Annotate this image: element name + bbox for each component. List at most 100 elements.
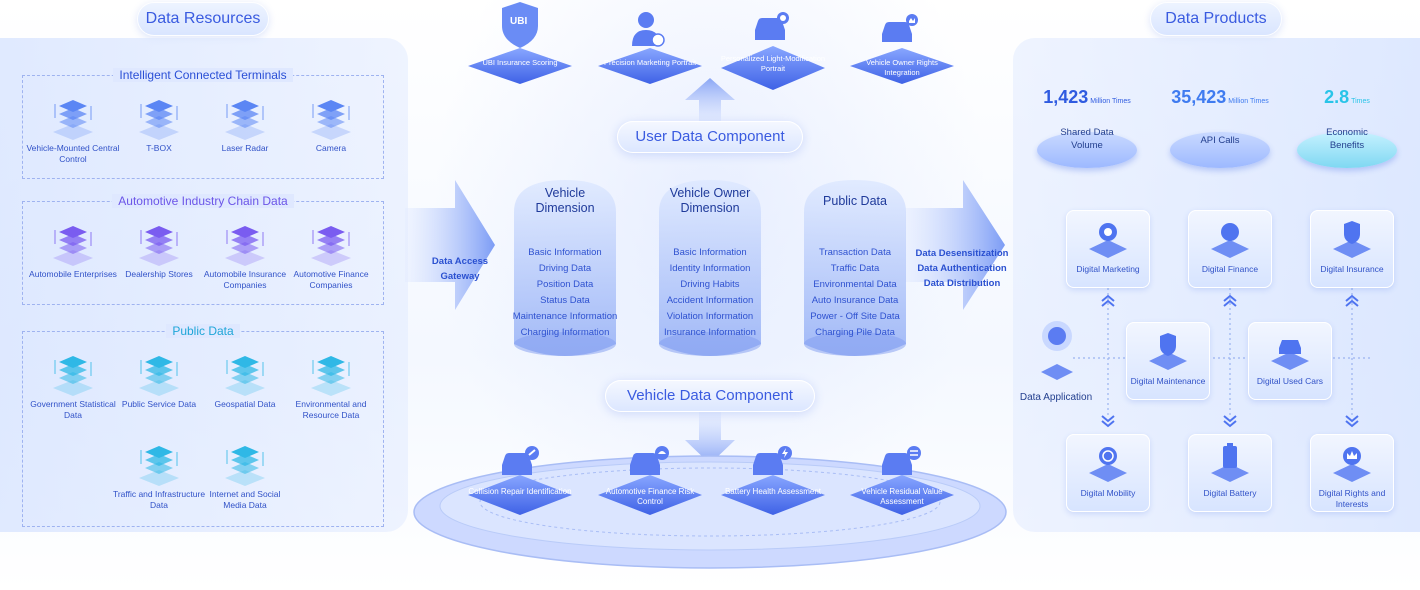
cylinder-item: Power - Off Site Data [810, 311, 900, 322]
resource-label: T-BOX [146, 143, 172, 153]
output-flow-arrow [905, 180, 1005, 310]
resource-label: Vehicle-Mounted Central Control [26, 143, 120, 164]
wheel-icon [1089, 447, 1127, 482]
product-digital-finance: Digital Finance [1188, 210, 1272, 288]
resource-label: Internet and Social Media Data [209, 489, 281, 510]
resource-label: Automobile Enterprises [29, 269, 117, 279]
server-stack-icon [222, 220, 268, 266]
product-label: Digital Finance [1201, 264, 1259, 274]
metric-label: Economic Benefits [1326, 127, 1368, 151]
resource-item: Laser Radar [197, 94, 293, 154]
top-card-ubi: UBI UBI Insurance Scoring [466, 0, 574, 93]
resource-item: Traffic and Infrastructure Data [111, 440, 207, 511]
diamond-platform [598, 446, 702, 515]
product-digital-insurance: Digital Insurance [1310, 210, 1394, 288]
chevron-up-icon [1345, 294, 1359, 307]
diamond-platform [850, 446, 954, 515]
wrench-icon [1149, 333, 1187, 370]
product-label: Digital Mobility [1080, 488, 1136, 498]
group-public-data: Public Data Government Statistical Data … [22, 324, 384, 527]
server-stack-icon [308, 350, 354, 396]
data-products-title: Data Products [1150, 2, 1282, 36]
bottom-card-battery: Battery Health Assessment [719, 443, 827, 528]
diamond-platform [850, 14, 954, 84]
user-data-component: User Data Component [617, 121, 803, 153]
bottom-card-finance: Automotive Finance Risk Control [596, 443, 704, 528]
resource-label: Dealership Stores [125, 269, 193, 279]
server-stack-icon [308, 220, 354, 266]
product-digital-used-cars: Digital Used Cars [1248, 322, 1332, 400]
product-label: Digital Insurance [1320, 264, 1384, 274]
group-title: Public Data [166, 324, 240, 338]
resource-item: Dealership Stores [111, 220, 207, 280]
resource-label: Automobile Insurance Companies [203, 269, 287, 290]
resource-item: Environmental and Resource Data [283, 350, 379, 421]
server-stack-icon [136, 350, 182, 396]
car-icon [1271, 340, 1309, 370]
product-digital-marketing: Digital Marketing [1066, 210, 1150, 288]
diamond-platform [468, 2, 572, 84]
bottom-card-label: Battery Health Assessment [724, 487, 822, 496]
bottom-card-label: Automotive Finance Risk Control [605, 487, 695, 506]
cylinder-item: Insurance Information [664, 327, 756, 338]
resource-label: Camera [315, 143, 347, 153]
resource-label: Automotive Finance Companies [293, 269, 369, 290]
group-industry-chain: Automotive Industry Chain Data Automobil… [22, 194, 384, 305]
product-label: Digital Used Cars [1256, 376, 1324, 386]
product-label: Digital Battery [1203, 488, 1257, 498]
bottom-card-label: Collision Repair Identification [468, 487, 572, 496]
top-card-label: UBI Insurance Scoring [482, 58, 558, 67]
cylinder-item: Status Data [540, 295, 590, 306]
cylinder-item: Maintenance Information [512, 311, 618, 322]
target-icon [1089, 223, 1127, 258]
base-platform [413, 455, 1007, 569]
cylinder-item: Identity Information [669, 263, 751, 274]
cylinder-item: Traffic Data [830, 263, 880, 274]
diamond-platform [721, 12, 825, 90]
up-flow-arrow [685, 78, 735, 126]
resource-item: Geospatial Data [197, 350, 293, 410]
ubi-badge: UBI [510, 16, 528, 27]
cylinder-item: Violation Information [666, 311, 754, 322]
product-digital-maintenance: Digital Maintenance [1126, 322, 1210, 400]
cylinder-public-data: Public Data Transaction Data Traffic Dat… [800, 172, 910, 364]
cylinder-owner-dimension: Vehicle Owner Dimension Basic Informatio… [655, 172, 765, 364]
coin-icon [1211, 223, 1249, 258]
cylinder-item: Charging Information [520, 327, 610, 338]
cylinder-title: Vehicle Dimension [535, 186, 595, 215]
top-card-marketing: Precision Marketing Portrait [596, 0, 704, 93]
top-card-label: Precision Marketing Portrait [603, 58, 697, 67]
resource-item: Vehicle-Mounted Central Control [25, 94, 121, 165]
resource-item: T-BOX [111, 94, 207, 154]
server-stack-icon [50, 220, 96, 266]
product-label: Digital Marketing [1076, 264, 1140, 274]
cylinder-item: Basic Information [528, 247, 602, 258]
battery-icon [1211, 443, 1249, 482]
chevron-down-icon [1101, 415, 1115, 428]
data-resources-panel: Intelligent Connected Terminals Vehicle-… [0, 38, 408, 532]
server-stack-icon [222, 94, 268, 140]
data-resources-title: Data Resources [137, 2, 269, 36]
cylinder-title: Public Data [823, 194, 887, 208]
shield-icon [1333, 221, 1371, 258]
top-card-label: Vehicle Owner Rights Integration [866, 58, 938, 77]
metric-label: API Calls [1200, 135, 1240, 146]
crown-icon [1333, 447, 1371, 482]
bottom-card-label: Vehicle Residual Value Assessment [861, 487, 943, 506]
diamond-platform [721, 446, 825, 515]
chevron-up-icon [1223, 294, 1237, 307]
group-title: Intelligent Connected Terminals [113, 68, 293, 82]
resource-item: Internet and Social Media Data [197, 440, 293, 511]
product-label: Digital Rights and Interests [1318, 488, 1386, 509]
group-intelligent-terminals: Intelligent Connected Terminals Vehicle-… [22, 68, 384, 179]
resource-label: Traffic and Infrastructure Data [112, 489, 206, 510]
resource-item: Automotive Finance Companies [283, 220, 379, 291]
server-stack-icon [50, 94, 96, 140]
shield-icon [502, 2, 538, 48]
resource-item: Camera [283, 94, 379, 154]
diamond-platform [598, 12, 702, 84]
